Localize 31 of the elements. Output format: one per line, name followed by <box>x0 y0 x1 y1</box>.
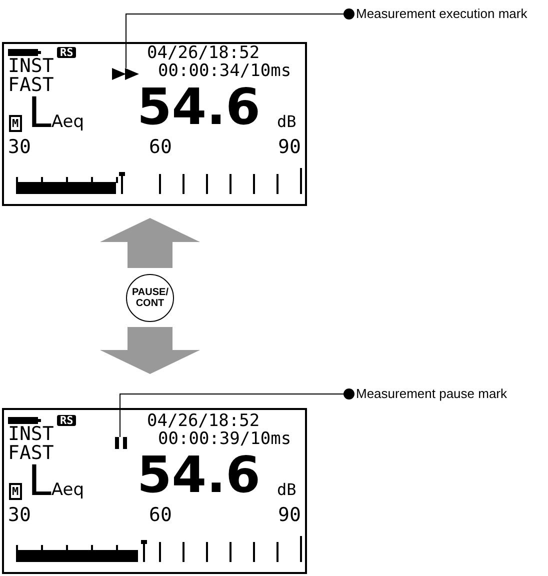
display-text: 04/26/18:52 <box>147 45 260 62</box>
mode-indicator: RS <box>57 47 76 58</box>
block-arrow <box>100 327 200 374</box>
leader-line <box>120 388 354 438</box>
display-text: 60 <box>149 506 172 525</box>
mode-indicator: M <box>9 115 22 132</box>
display-text: 30 <box>8 506 31 525</box>
display-text: 00:00:34/10ms <box>158 63 292 80</box>
display-text: 90 <box>278 506 301 525</box>
display-text: FAST <box>8 76 54 95</box>
pause-mark-icon <box>114 437 128 449</box>
level-reading: 54.6 <box>137 82 260 132</box>
mode-indicator: M <box>9 483 22 500</box>
lcd-screen <box>2 408 307 574</box>
callout-label: Measurement pause mark <box>356 386 546 402</box>
display-text: dB <box>277 114 296 130</box>
pause-cont-button: PAUSE/ CONT <box>126 274 174 322</box>
mode-indicator: RS <box>57 415 76 426</box>
display-text: 30 <box>8 138 31 157</box>
callout-label: Measurement execution mark <box>356 6 546 22</box>
display-text: INST <box>8 425 54 444</box>
display-text: FAST <box>8 444 54 463</box>
display-text: 60 <box>149 138 172 157</box>
display-text: 04/26/18:52 <box>147 413 260 430</box>
lcd-screen <box>2 42 307 206</box>
display-text: INST <box>8 57 54 76</box>
display-text: 90 <box>278 138 301 157</box>
display-text: 00:00:39/10ms <box>158 431 292 448</box>
level-reading: 54.6 <box>137 450 260 500</box>
leader-line <box>126 8 354 68</box>
display-text: dB <box>277 482 296 498</box>
